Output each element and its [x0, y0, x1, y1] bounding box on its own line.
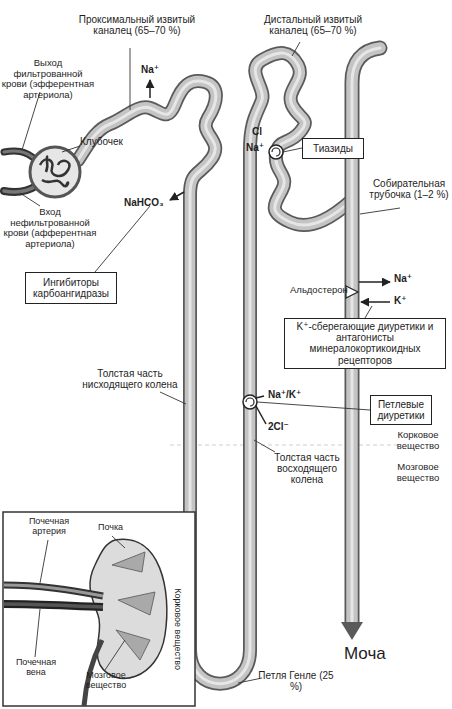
leader-line [365, 306, 372, 318]
callout-box: Ингибиторы карбоангидразы [25, 272, 117, 304]
segment-label: Дистальный извитый каналец (65–70 %) [248, 14, 378, 36]
ion-arrow [170, 192, 184, 200]
ion-arrow [361, 301, 390, 303]
callout-text: Тиазиды [313, 143, 353, 154]
ion-label: Na⁺ [394, 273, 412, 284]
transporter-symbol [246, 398, 254, 406]
output-label: Моча [344, 644, 386, 663]
transporter-symbol [269, 145, 283, 159]
ion-arrow [256, 406, 266, 424]
arteriole [4, 186, 36, 192]
arteriole [4, 186, 36, 192]
collecting-duct [341, 622, 363, 640]
ion-label: NaHCO₃ [124, 197, 164, 208]
kidney-inset [112, 552, 155, 660]
inset-label: Корковое вещество [173, 579, 183, 679]
arteriole [4, 151, 36, 160]
ion-arrow [150, 80, 390, 424]
leader-line [292, 42, 300, 56]
segment-label: Петля Генле (25 %) [258, 670, 334, 692]
callout-text: K⁺-сберегающие диуретики и антагонисты м… [288, 321, 442, 366]
kidney-inset [4, 604, 103, 607]
ion-label: Cl [252, 126, 262, 137]
leader-line [360, 208, 400, 214]
zone-label: Корковое вещество [388, 430, 448, 451]
transporter-symbol [272, 148, 280, 156]
kidney-inset [4, 585, 103, 596]
hormone-label: Альдостерон [290, 285, 348, 296]
kidney-inset [4, 604, 103, 607]
ion-arrow [359, 281, 390, 283]
segment-label: Толстая часть нисходящего колена [80, 368, 180, 390]
ion-arrow [256, 396, 264, 398]
part-label: Клубочек [80, 136, 123, 147]
glomerulus [30, 147, 80, 197]
callout-text: Ингибиторы карбоангидразы [29, 277, 113, 299]
inset-label: Мозговое вещество [70, 670, 142, 690]
ion-label: Na⁺/K⁺ [268, 389, 301, 400]
glomerulus [30, 147, 80, 197]
leader-line [160, 392, 186, 404]
vessel-label: Вход нефильтрованной крови (афферентная … [0, 207, 100, 250]
leader-line [254, 440, 275, 452]
vessel-label: Выход фильтрованной крови (эфферентная а… [0, 58, 96, 101]
transporter-symbol [243, 395, 257, 409]
leader-line [95, 206, 150, 272]
leader-line [62, 146, 80, 152]
ion-label: Na⁺ [141, 64, 159, 75]
segment-label: Проксимальный извитый каналец (65–70 %) [78, 14, 196, 36]
kidney-inset [35, 536, 125, 670]
leader-line [22, 92, 40, 150]
segment-label: Толстая часть восходящего колена [262, 452, 352, 486]
leader-line [283, 148, 302, 152]
kidney-inset [3, 512, 195, 706]
transporter-symbol [346, 286, 358, 298]
inset-label: Почечная вена [8, 657, 64, 677]
zone-boundary [170, 444, 400, 445]
callout-box: K⁺-сберегающие диуретики и антагонисты м… [284, 318, 446, 369]
segment-label: Собирательная трубочка (1–2 %) [368, 178, 450, 200]
transporter-symbol [243, 145, 358, 409]
glomerulus [40, 156, 69, 186]
kidney-inset [4, 585, 103, 596]
callout-box: Петлевые диуретики [370, 395, 432, 425]
callout-text: Петлевые диуретики [374, 399, 428, 421]
leader-line [20, 193, 40, 206]
ion-label: 2Cl⁻ [268, 421, 289, 432]
ion-label: Na⁺ [246, 142, 264, 153]
zone-label: Мозговое вещество [388, 462, 448, 483]
ion-arrow [149, 80, 151, 98]
inset-label: Почка [98, 522, 123, 532]
leader-line [257, 402, 370, 410]
ion-label: K⁺ [394, 295, 407, 306]
kidney-inset [3, 512, 195, 706]
inset-label: Почечная артерия [18, 516, 80, 536]
arteriole [4, 151, 36, 160]
callout-box: Тиазиды [302, 138, 364, 159]
leader-line [130, 48, 131, 110]
